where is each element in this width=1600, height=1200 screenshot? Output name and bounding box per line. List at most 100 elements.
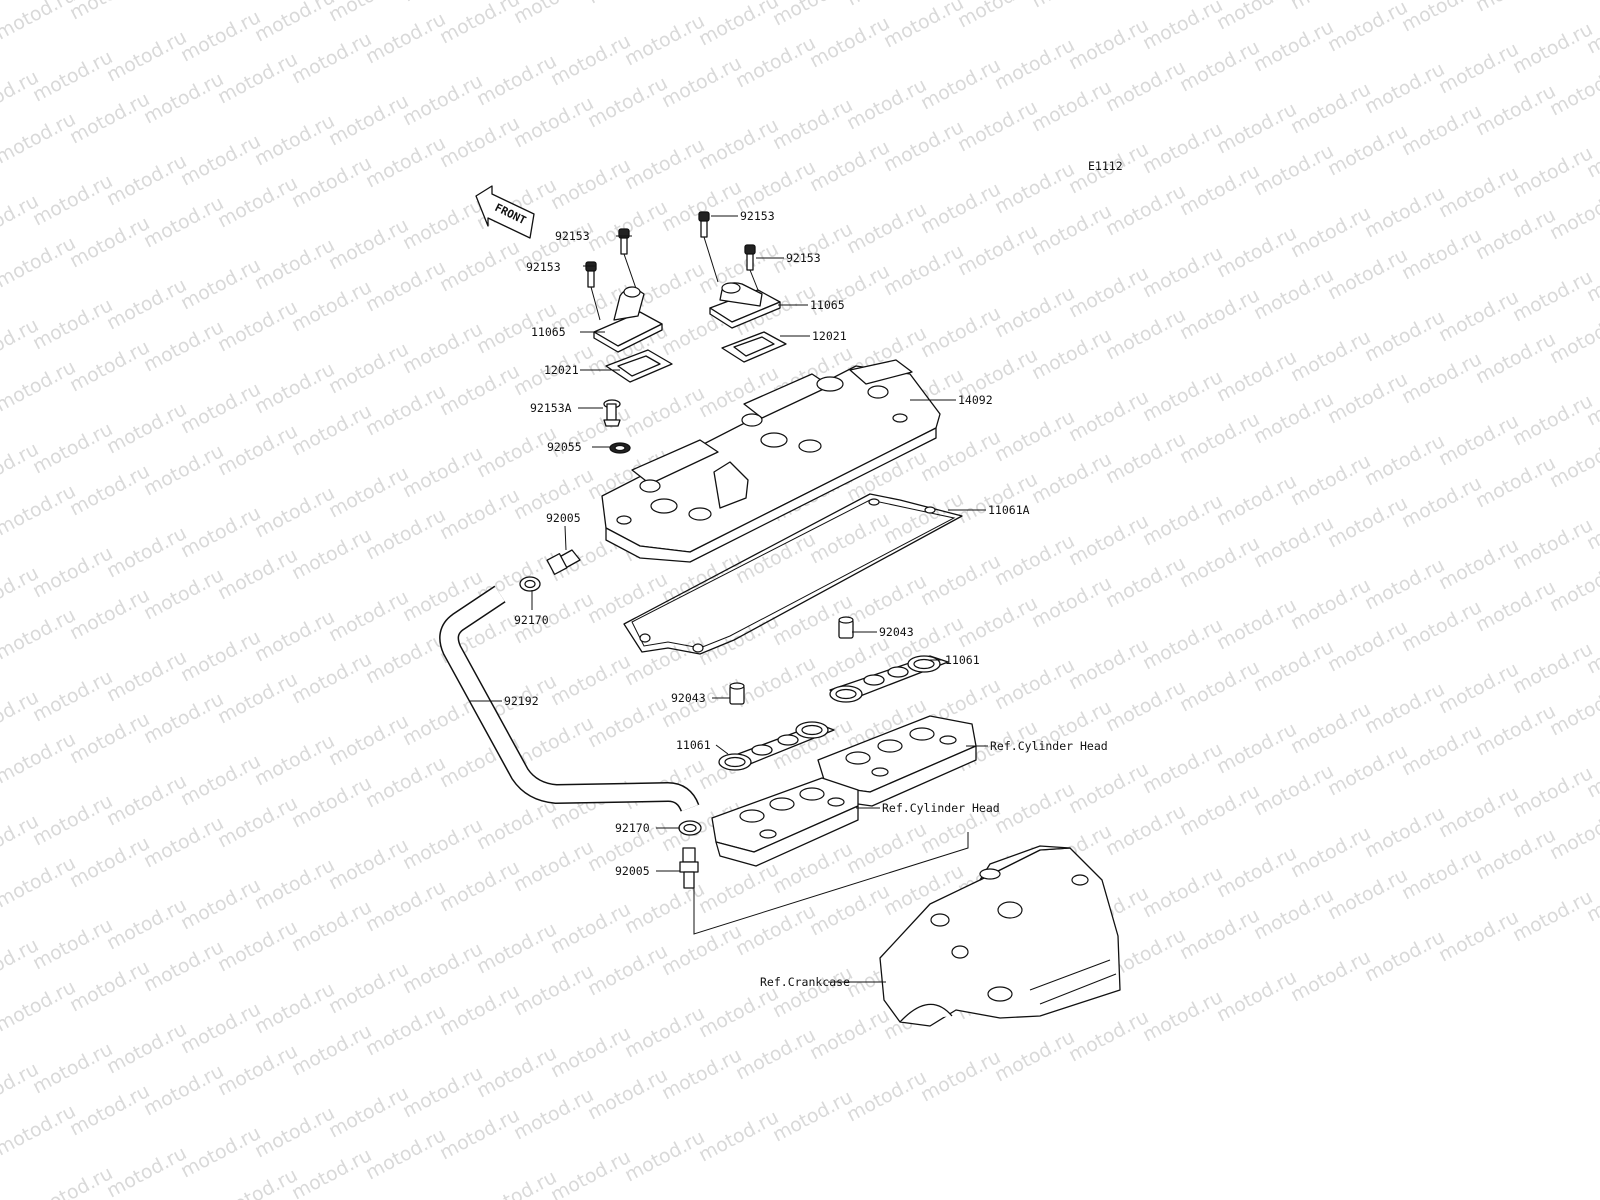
watermark-text: motod.ru bbox=[584, 0, 671, 8]
watermark-text: motod.ru bbox=[103, 274, 190, 334]
watermark-text: motod.ru bbox=[0, 356, 79, 416]
watermark-text: motod.ru bbox=[1287, 698, 1374, 758]
watermark-text: motod.ru bbox=[214, 916, 301, 976]
watermark-text: motod.ru bbox=[621, 1002, 708, 1062]
watermark-text: motod.ru bbox=[473, 1166, 560, 1200]
watermark-text: motod.ru bbox=[991, 654, 1078, 714]
watermark-text: motod.ru bbox=[1139, 738, 1226, 798]
watermark-text: motod.ru bbox=[1509, 266, 1596, 326]
watermark-text: motod.ru bbox=[1472, 80, 1559, 140]
watermark-text: motod.ru bbox=[1361, 430, 1448, 490]
watermark-text: motod.ru bbox=[177, 626, 264, 686]
watermark-text: motod.ru bbox=[177, 130, 264, 190]
watermark-text: motod.ru bbox=[1213, 346, 1300, 406]
watermark-text: motod.ru bbox=[1139, 0, 1226, 54]
watermark-text: motod.ru bbox=[991, 530, 1078, 590]
watermark-text: motod.ru bbox=[288, 648, 375, 708]
watermark-text: motod.ru bbox=[1361, 678, 1448, 738]
watermark-text: motod.ru bbox=[325, 90, 412, 150]
watermark-text: motod.ru bbox=[1287, 822, 1374, 882]
watermark-text: motod.ru bbox=[473, 50, 560, 110]
watermark-text: motod.ru bbox=[806, 12, 893, 72]
watermark-text: motod.ru bbox=[214, 668, 301, 728]
watermark-text: motod.ru bbox=[140, 68, 227, 128]
watermark-text: motod.ru bbox=[843, 1066, 930, 1126]
watermark-text: motod.ru bbox=[251, 730, 338, 790]
watermark-text: motod.ru bbox=[1176, 780, 1263, 840]
watermark-text: motod.ru bbox=[29, 914, 116, 974]
watermark-text: motod.ru bbox=[1435, 534, 1522, 594]
callout-12021: 12021 bbox=[812, 329, 847, 343]
watermark-text: motod.ru bbox=[251, 606, 338, 666]
connector-bracket bbox=[693, 832, 969, 935]
watermark-text: motod.ru bbox=[1250, 264, 1337, 324]
watermark-text: motod.ru bbox=[140, 936, 227, 996]
watermark-text: motod.ru bbox=[1472, 0, 1559, 16]
callout-92043: 92043 bbox=[671, 691, 706, 705]
watermark-text: motod.ru bbox=[1065, 386, 1152, 446]
watermark-text: motod.ru bbox=[0, 852, 79, 912]
watermark-text: motod.ru bbox=[1324, 616, 1411, 676]
watermark-text: motod.ru bbox=[843, 818, 930, 878]
watermark-text: motod.ru bbox=[991, 282, 1078, 342]
watermark-text: motod.ru bbox=[1176, 408, 1263, 468]
watermark-text: motod.ru bbox=[658, 920, 745, 980]
watermark-text: motod.ru bbox=[399, 70, 486, 130]
watermark-text: motod.ru bbox=[769, 962, 856, 1022]
watermark-text: motod.ru bbox=[0, 604, 79, 664]
watermark-text: motod.ru bbox=[806, 1004, 893, 1064]
watermark-text: motod.ru bbox=[1213, 842, 1300, 902]
watermark-text: motod.ru bbox=[103, 1018, 190, 1078]
watermark-text: motod.ru bbox=[954, 0, 1041, 32]
dowel-pin-92043-icon bbox=[729, 682, 745, 705]
watermark-text: motod.ru bbox=[732, 528, 819, 588]
watermark-text: motod.ru bbox=[325, 710, 412, 770]
watermark-text: motod.ru bbox=[1213, 594, 1300, 654]
watermark-text: motod.ru bbox=[1065, 14, 1152, 74]
watermark-text: motod.ru bbox=[1324, 740, 1411, 800]
watermark-text: motod.ru bbox=[547, 650, 634, 710]
watermark-text: motod.ru bbox=[66, 212, 153, 272]
watermark-text: motod.ru bbox=[325, 1082, 412, 1142]
watermark-text: motod.ru bbox=[1509, 886, 1596, 946]
watermark-text: motod.ru bbox=[103, 522, 190, 582]
watermark-text: motod.ru bbox=[1361, 926, 1448, 986]
gasket-11061a-icon bbox=[623, 493, 963, 655]
watermark-text: motod.ru bbox=[436, 112, 523, 172]
watermark-text: motod.ru bbox=[1398, 596, 1485, 656]
watermark-text: motod.ru bbox=[547, 1022, 634, 1082]
watermark-text: motod.ru bbox=[991, 1026, 1078, 1086]
callout-92170: 92170 bbox=[514, 613, 549, 627]
watermark-text: motod.ru bbox=[436, 0, 523, 48]
watermark-text: motod.ru bbox=[1250, 760, 1337, 820]
watermark-text: motod.ru bbox=[436, 856, 523, 916]
watermark-text: motod.ru bbox=[140, 564, 227, 624]
watermark-text: motod.ru bbox=[1509, 762, 1596, 822]
watermark-text: motod.ru bbox=[1324, 492, 1411, 552]
watermark-text: motod.ru bbox=[0, 728, 79, 788]
callout-11061a: 11061A bbox=[988, 503, 1030, 517]
watermark-text: motod.ru bbox=[0, 480, 79, 540]
watermark-text: motod.ru bbox=[140, 688, 227, 748]
watermark-text: motod.ru bbox=[140, 192, 227, 252]
callout-92153: 92153 bbox=[740, 209, 775, 223]
watermark-text: motod.ru bbox=[1028, 324, 1115, 384]
watermark-text: motod.ru bbox=[1176, 160, 1263, 220]
watermark-text: motod.ru bbox=[769, 0, 856, 30]
watermark-text: motod.ru bbox=[695, 0, 782, 50]
watermark-text: motod.ru bbox=[991, 406, 1078, 466]
hose-clamp-92170-icon bbox=[519, 576, 541, 592]
watermark-text: motod.ru bbox=[0, 1100, 79, 1160]
watermark-text: motod.ru bbox=[0, 976, 79, 1036]
watermark-text: motod.ru bbox=[547, 154, 634, 214]
watermark-text: motod.ru bbox=[325, 958, 412, 1018]
watermark-text: motod.ru bbox=[1250, 884, 1337, 944]
watermark-text: motod.ru bbox=[1065, 634, 1152, 694]
watermark-text: motod.ru bbox=[325, 214, 412, 274]
watermark-text: motod.ru bbox=[1435, 38, 1522, 98]
watermark-text: motod.ru bbox=[1472, 824, 1559, 884]
watermark-text: motod.ru bbox=[399, 938, 486, 998]
watermark-text: motod.ru bbox=[732, 32, 819, 92]
watermark-text: motod.ru bbox=[214, 48, 301, 108]
watermark-text: motod.ru bbox=[1361, 554, 1448, 614]
